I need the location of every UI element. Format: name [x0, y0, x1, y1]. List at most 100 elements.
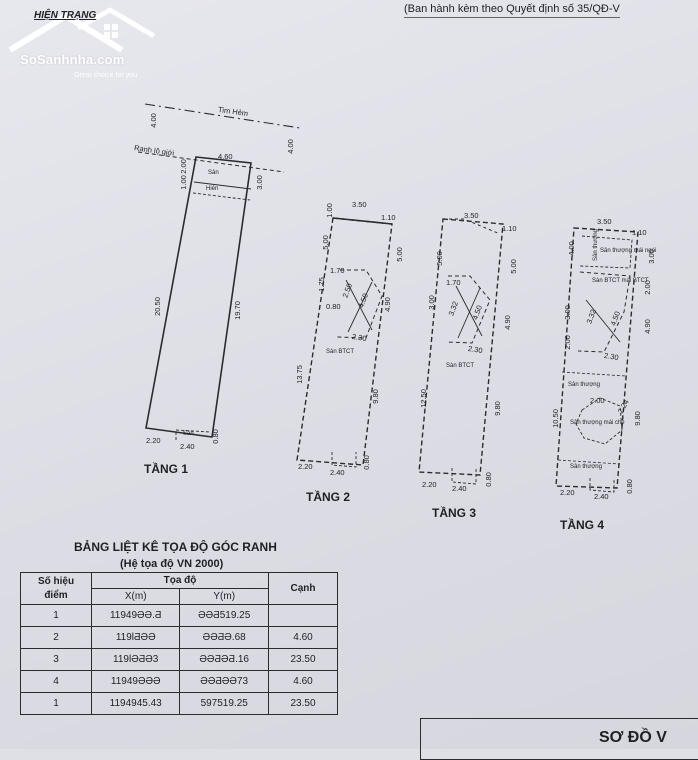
f4-stair-a: 3.00: [562, 305, 572, 320]
dim-street-left: 4.00: [148, 113, 158, 128]
f4-right-long: 9.80: [632, 411, 642, 426]
floor-1-label: TẦNG 1: [144, 462, 189, 476]
cell-edge: 23.50: [268, 648, 338, 671]
dim-street-right: 4.00: [285, 139, 295, 154]
col-canh: Cạnh: [268, 572, 338, 605]
dim-f1-right: 19.70: [232, 301, 242, 320]
f3-bot-right: 2.40: [452, 484, 467, 493]
cell-x: 119ƖƏƋƏ3: [90, 648, 181, 671]
f4-left-2: 2.00: [562, 335, 572, 350]
cell-edge: 23.50: [268, 692, 338, 715]
f4-btct: Sàn BTCT mái BTCT: [592, 278, 649, 284]
diagram-footer-box: SƠ ĐỒ V: [420, 718, 698, 760]
table-row: 2 119ƖƋƏƏ ƏƏƋƏ.68 4.60: [20, 626, 338, 649]
f4-bot-left: 2.20: [560, 488, 575, 497]
floor-4-label: TẦNG 4: [560, 518, 605, 532]
f2-left-mid: 5.00: [320, 235, 330, 250]
coord-table: Số hiệu điểm Tọa độ Cạnh X(m) Y(m) 1 119…: [20, 572, 338, 715]
dim-f1-left: 20.50: [152, 297, 162, 316]
f4-stair-e: 4.90: [642, 319, 652, 334]
dim-front-width: 4.60: [218, 152, 233, 161]
cell-id: 4: [20, 670, 92, 693]
sosanhnha-logo: SoSanhnha.com Great choice for you: [4, 6, 164, 82]
logo-wordmark: SoSanhnha.com: [20, 52, 125, 67]
f3-left-top: 5.00: [434, 251, 444, 266]
f4-bot-right: 2.40: [594, 492, 609, 501]
coord-table-title: BẢNG LIỆT KÊ TỌA ĐỘ GÓC RANH: [74, 540, 277, 554]
cell-id: 2: [20, 626, 92, 649]
dim-boundary-2: 2.00: [178, 159, 188, 174]
f4-terrace-1: Sân thượng: [568, 382, 600, 388]
cell-y: ƏƏƋ519.25: [179, 604, 269, 627]
cell-edge: 4.60: [268, 626, 338, 649]
f2-top-width: 3.50: [352, 200, 367, 209]
dim-f1-bot-side: 0.80: [210, 429, 220, 444]
diagram-footer-label: SƠ ĐỒ V: [599, 729, 667, 746]
decision-note: (Ban hành kèm theo Quyết định số 35/QĐ-V: [404, 3, 620, 18]
f2-stair-w: 1.70: [330, 266, 345, 275]
cell-id: 3: [20, 648, 92, 671]
f3-top-right: 1.10: [502, 224, 517, 233]
col-x: X(m): [90, 588, 181, 605]
cell-id: 1: [20, 604, 92, 627]
f4-bot-side: 0.80: [624, 479, 634, 494]
table-row: 4 11949ƏƏƏ ƏƏƋƏƏ73 4.60: [20, 670, 338, 693]
f2-right-top: 5.00: [394, 247, 404, 262]
cell-y: 597519.25: [179, 692, 269, 715]
f2-bot-left: 2.20: [298, 462, 313, 471]
header-diem: điểm: [44, 589, 68, 601]
coord-table-subtitle: (Hệ tọa độ VN 2000): [120, 558, 224, 570]
f4-top-width: 3.50: [597, 217, 612, 226]
label-san-bottom: Sân: [183, 431, 194, 437]
cell-y: ƏƏƋƏ.68: [179, 626, 269, 649]
f4-roof-tile: Sân thượng mái ngói: [600, 248, 657, 254]
f3-stair-a: 3.00: [426, 295, 436, 310]
col-y: Y(m): [179, 588, 269, 605]
f2-bot-right: 2.40: [330, 468, 345, 477]
f4-left-long: 10.50: [550, 409, 560, 428]
f4-terrace-2: Sân thượng: [570, 464, 602, 470]
cell-y: ƏƏƋƏƏ73: [179, 670, 269, 693]
f2-stair-c: 0.80: [326, 302, 341, 311]
f3-left-long: 12.50: [418, 389, 428, 408]
f3-stair-w: 1.70: [446, 278, 461, 287]
f2-bot-side: 0.80: [361, 455, 371, 470]
table-row: 1 11949ƏƏ.Ƌ ƏƏƋ519.25: [20, 604, 338, 627]
f4-right-2: 2.00: [642, 280, 652, 295]
f4-covered-terrace: Sân thượng mái che: [570, 420, 625, 426]
label-san: Sân: [208, 170, 219, 176]
dim-boundary-1: 1.00: [178, 175, 188, 190]
dim-f1-bot-right: 2.40: [180, 442, 195, 451]
f3-right-long: 9.80: [492, 401, 502, 416]
f3-bot-side: 0.80: [483, 472, 493, 487]
f2-left-top: 1.00: [324, 203, 334, 218]
f3-bot-left: 2.20: [422, 480, 437, 489]
house-roof-icon: [8, 7, 156, 53]
cell-x: 11949ƏƏ.Ƌ: [90, 604, 181, 627]
cell-edge: 4.60: [268, 670, 338, 693]
floor-2-label: TẦNG 2: [306, 490, 351, 504]
cell-edge: [268, 604, 338, 627]
section-title: HIỆN TRẠNG: [34, 10, 97, 21]
table-row: 1 1194945.43 597519.25 23.50: [20, 692, 338, 715]
f3-stair-e: 4.90: [502, 315, 512, 330]
f3-san-label: Sàn BTCT: [446, 363, 475, 369]
f3-top-width: 3.50: [464, 211, 479, 220]
col-so-hieu: Số hiệu điểm: [20, 572, 92, 605]
label-hien: Hiên: [206, 186, 219, 192]
cell-x: 11949ƏƏƏ: [90, 670, 181, 693]
f2-stair-e: 4.90: [382, 297, 392, 312]
f2-stair-a: 1.75: [316, 277, 326, 292]
f3-right-top: 5.00: [508, 259, 518, 274]
floor-3-label: TẦNG 3: [432, 506, 477, 520]
dim-right-setback: 3.00: [254, 175, 264, 190]
cell-x: 119ƖƋƏƏ: [90, 626, 181, 649]
col-toa-do: Tọa độ: [91, 572, 269, 589]
logo-tagline: Great choice for you: [74, 72, 138, 79]
f2-left-long: 13.75: [294, 365, 304, 384]
f4-top-right: 1.10: [632, 228, 647, 237]
f4-oct-top: 2.00: [590, 396, 605, 405]
table-row: 3 119ƖƏƋƏ3 ƏƏƋƏƋ.16 23.50: [20, 648, 338, 671]
f2-right-long: 9.80: [370, 389, 380, 404]
cell-id: 1: [20, 692, 92, 715]
